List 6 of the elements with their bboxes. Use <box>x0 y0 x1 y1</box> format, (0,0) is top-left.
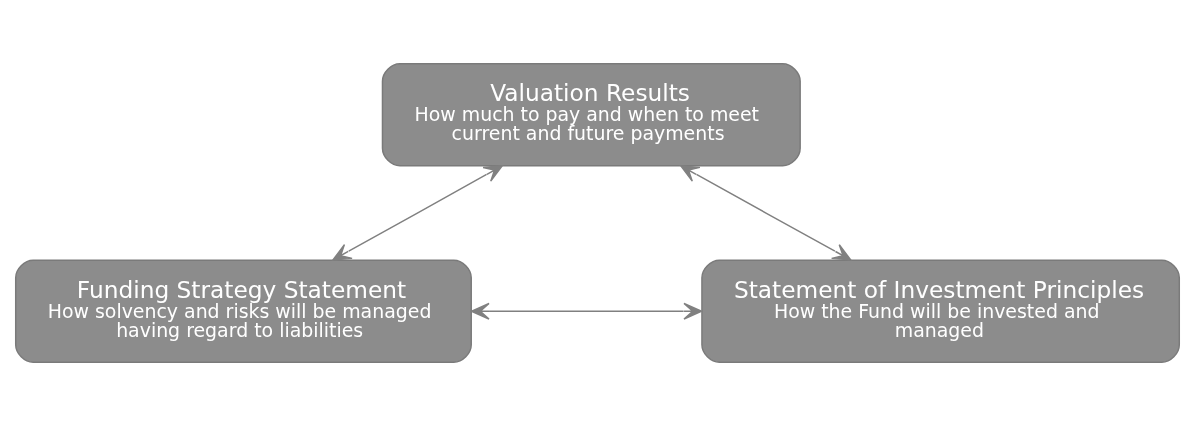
node-box: Statement of Investment Principles How the Fund will be invested and managed <box>701 259 1181 363</box>
arrow <box>332 164 503 261</box>
node-box: Valuation Results How much to pay and when to meet current and future payments <box>381 62 801 166</box>
node-box: Funding Strategy Statement How solvency and risks will be managed having regard to liabilities <box>14 259 472 363</box>
arrow <box>680 164 852 261</box>
arrow <box>470 302 703 320</box>
